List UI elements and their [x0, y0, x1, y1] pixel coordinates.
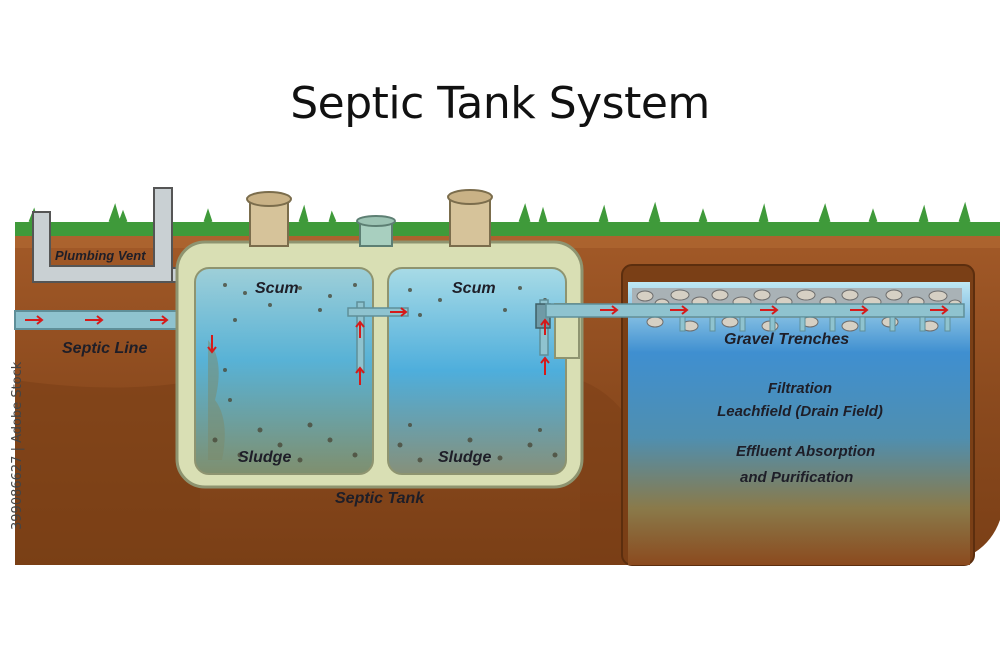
lid-right: [447, 189, 493, 205]
label-sludge-right: Sludge: [438, 449, 492, 466]
label-plumbing-vent: Plumbing Vent: [55, 248, 146, 263]
label-septic-tank: Septic Tank: [335, 490, 425, 507]
label-septic-line: Septic Line: [62, 340, 148, 357]
side-id-text: 399086627 | Adobe Stock: [10, 361, 25, 530]
solids-column: [208, 340, 225, 460]
plumbing-vent-pipe: [32, 187, 173, 283]
drain-outlets: [679, 316, 951, 332]
transfer-pipe: [347, 307, 409, 317]
page-title: Septic Tank System: [290, 78, 710, 129]
label-scum-right: Scum: [452, 280, 496, 297]
label-gravel-trenches: Gravel Trenches: [724, 331, 850, 348]
lid-middle: [356, 215, 396, 227]
riser-right: [449, 197, 491, 247]
label-leachfield: Leachfield (Drain Field): [717, 403, 883, 420]
soil-layer: [15, 380, 200, 565]
leachfield-water: [628, 282, 970, 565]
distribution-pipe: [545, 303, 965, 318]
lid-left: [246, 191, 292, 207]
flow-arrows: [25, 305, 949, 385]
label-sludge-left: Sludge: [238, 449, 292, 466]
label-purification: and Purification: [740, 469, 854, 486]
particles: [212, 283, 558, 463]
tank-chamber-1: [194, 267, 374, 475]
label-filtration: Filtration: [767, 380, 833, 397]
label-effluent-absorption: Effluent Absorption: [736, 443, 876, 460]
label-scum-left: Scum: [255, 280, 299, 297]
tank-chamber-2: [387, 267, 567, 475]
